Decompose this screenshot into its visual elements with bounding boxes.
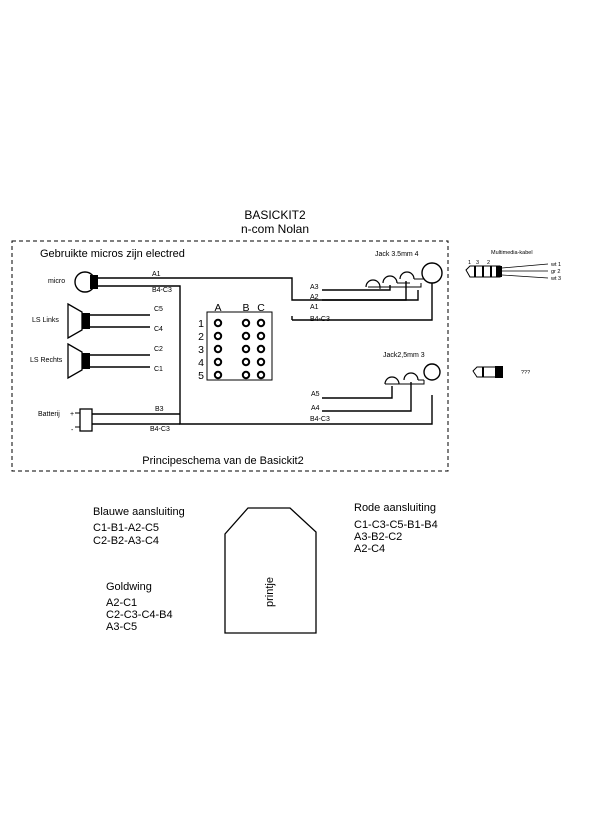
ls-rechts-label: LS Rechts bbox=[30, 357, 63, 364]
grid-pin-a4 bbox=[213, 357, 223, 367]
grid-pin-b5 bbox=[241, 370, 251, 380]
label-b4c3-top: B4-C3 bbox=[152, 287, 172, 294]
grid-pin-c5 bbox=[256, 370, 266, 380]
jack25-connector bbox=[384, 363, 441, 385]
label-b4c3-jack2: B4-C3 bbox=[310, 416, 330, 423]
grid-row-3: 3 bbox=[198, 344, 204, 356]
label-a2-jack: A2 bbox=[310, 294, 319, 301]
goldwing: Goldwing A2-C1 C2-C3-C4-B4 A3-C5 bbox=[106, 581, 173, 633]
goldwing-line-3: A3-C5 bbox=[106, 621, 137, 633]
blauwe-aansluiting: Blauwe aansluiting C1-B1-A2-C5 C2-B2-A3-… bbox=[93, 506, 185, 547]
schematic-frame bbox=[11, 240, 449, 472]
grid-pin-a5 bbox=[213, 370, 223, 380]
jack35-body bbox=[368, 278, 424, 289]
grid-pin-c3 bbox=[256, 344, 266, 354]
blauwe-title: Blauwe aansluiting bbox=[93, 506, 185, 518]
pin-number-2: 2 bbox=[487, 260, 490, 266]
label-a1-left: A1 bbox=[152, 271, 161, 278]
pcb-outline bbox=[224, 507, 317, 634]
jack35-label: Jack 3.5mm 4 bbox=[375, 251, 419, 258]
label-c5: C5 bbox=[154, 306, 163, 313]
pcb-label: printje bbox=[264, 577, 276, 607]
grid-col-c: C bbox=[257, 302, 265, 314]
battery-minus: - bbox=[71, 427, 74, 434]
grid-pin-b2 bbox=[241, 331, 251, 341]
label-a3-jack: A3 bbox=[310, 284, 319, 291]
wires-right-speaker bbox=[90, 354, 150, 368]
diagram-title: BASICKIT2 bbox=[244, 208, 306, 222]
label-c1: C1 bbox=[154, 366, 163, 373]
grid-pin-b1 bbox=[241, 318, 251, 328]
multimedia-title: Multimedia-kabel bbox=[491, 250, 533, 256]
pin-number-3: 3 bbox=[476, 260, 479, 266]
goldwing-title: Goldwing bbox=[106, 581, 152, 593]
wire-a1 bbox=[98, 277, 419, 301]
label-c2: C2 bbox=[154, 346, 163, 353]
rode-aansluiting: Rode aansluiting C1-C3-C5-B1-B4 A3-B2-C2… bbox=[354, 502, 438, 555]
wire-a2-jack bbox=[322, 281, 407, 301]
label-c4: C4 bbox=[154, 326, 163, 333]
battery bbox=[75, 408, 93, 432]
blauwe-line-2: C2-B2-A3-C4 bbox=[93, 535, 159, 547]
grid-pin-c2 bbox=[256, 331, 266, 341]
rode-title: Rode aansluiting bbox=[354, 502, 436, 514]
multimedia-plug bbox=[465, 263, 549, 279]
label-b3: B3 bbox=[155, 406, 164, 413]
wire-a3-jack bbox=[322, 285, 391, 291]
diagram-subtitle: n-com Nolan bbox=[241, 222, 309, 236]
wire-a5-jack bbox=[322, 386, 393, 399]
wire-wt1: wt 1 bbox=[550, 262, 561, 268]
grid-row-4: 4 bbox=[198, 357, 204, 369]
label-a4-jack: A4 bbox=[311, 405, 320, 412]
micro-caption: Gebruikte micros zijn electred bbox=[40, 248, 185, 260]
grid-col-a: A bbox=[214, 302, 221, 314]
micro-label: micro bbox=[48, 278, 65, 285]
jack25-body bbox=[385, 379, 425, 385]
grid-column-labels: A B C bbox=[214, 302, 265, 314]
wire-gr2: gr 2 bbox=[551, 269, 560, 275]
rode-line-1: C1-C3-C5-B1-B4 bbox=[354, 519, 438, 531]
goldwing-line-1: A2-C1 bbox=[106, 597, 137, 609]
pin-number-1: 1 bbox=[468, 260, 471, 266]
grid-pin-c1 bbox=[256, 318, 266, 328]
pin-grid-box bbox=[206, 311, 273, 381]
wire-wt3: wt 3 bbox=[550, 276, 561, 282]
grid-pin-a3 bbox=[213, 344, 223, 354]
goldwing-line-2: C2-C3-C4-B4 bbox=[106, 609, 173, 621]
grid-row-5: 5 bbox=[198, 370, 204, 382]
microphone bbox=[74, 271, 98, 293]
label-b4c3-bottom: B4-C3 bbox=[150, 426, 170, 433]
grid-pin-b3 bbox=[241, 344, 251, 354]
jack25-label: Jack2,5mm 3 bbox=[383, 352, 425, 359]
grid-row-2: 2 bbox=[198, 331, 204, 343]
battery-plus: + bbox=[70, 411, 74, 418]
rode-line-2: A3-B2-C2 bbox=[354, 531, 402, 543]
battery-label: Batterij bbox=[38, 411, 60, 418]
grid-pin-b4 bbox=[241, 357, 251, 367]
grid-pins bbox=[213, 318, 266, 380]
small-plug bbox=[472, 366, 503, 378]
speaker-left bbox=[67, 302, 90, 340]
grid-pin-c4 bbox=[256, 357, 266, 367]
rode-line-3: A2-C4 bbox=[354, 543, 385, 555]
label-a1-jack: A1 bbox=[310, 304, 319, 311]
speaker-right bbox=[67, 342, 90, 380]
grid-row-labels: 1 2 3 4 5 bbox=[198, 318, 204, 382]
ls-links-label: LS Links bbox=[32, 317, 59, 324]
label-b4c3-mid: B4-C3 bbox=[310, 316, 330, 323]
grid-row-1: 1 bbox=[198, 318, 204, 330]
grid-pin-a2 bbox=[213, 331, 223, 341]
wires-left-speaker bbox=[90, 314, 150, 328]
wire-b4c3-mid bbox=[292, 283, 433, 321]
unknown-plug-label: ??? bbox=[521, 370, 530, 376]
grid-col-b: B bbox=[242, 302, 249, 314]
wire-a4-jack bbox=[322, 382, 412, 412]
blauwe-line-1: C1-B1-A2-C5 bbox=[93, 522, 159, 534]
grid-pin-a1 bbox=[213, 318, 223, 328]
label-a5-jack: A5 bbox=[311, 391, 320, 398]
schematic-caption: Principeschema van de Basickit2 bbox=[142, 455, 303, 467]
